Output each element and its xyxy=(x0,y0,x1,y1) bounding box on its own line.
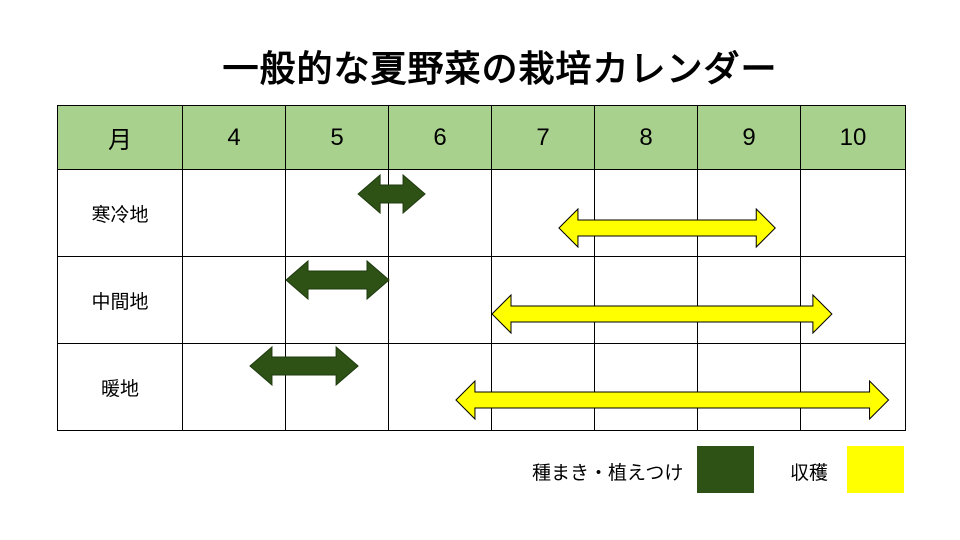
grid-cell xyxy=(697,256,801,344)
harvest-arrow xyxy=(558,207,776,249)
month-label: 5 xyxy=(285,105,389,170)
grid-cell xyxy=(182,256,286,344)
region-label: 寒冷地 xyxy=(57,169,183,257)
month-label: 4 xyxy=(182,105,286,170)
grid-cell xyxy=(491,343,595,431)
header-row: 月 4 5 6 7 8 9 10 xyxy=(57,105,906,170)
grid-cell xyxy=(594,343,698,431)
grid-cell xyxy=(388,256,492,344)
region-label: 暖地 xyxy=(57,343,183,431)
grid-cell xyxy=(182,169,286,257)
legend-harvest-label: 収穫 xyxy=(790,462,829,484)
grid-cell xyxy=(800,343,906,431)
sowing-arrow xyxy=(357,173,426,215)
legend-sowing-label: 種まき・植えつけ xyxy=(532,462,684,484)
grid-cell xyxy=(697,169,801,257)
sowing-arrow xyxy=(249,345,359,387)
sowing-arrow xyxy=(285,259,390,301)
chart-title: 一般的な夏野菜の栽培カレンダー xyxy=(222,49,778,90)
region-row: 寒冷地 xyxy=(57,169,906,257)
grid-cell xyxy=(697,343,801,431)
harvest-arrow xyxy=(455,379,890,421)
region-row: 中間地 xyxy=(57,256,906,344)
legend-harvest-swatch xyxy=(847,446,904,493)
legend-sowing-swatch xyxy=(697,446,754,493)
grid-cell xyxy=(594,256,698,344)
month-label: 7 xyxy=(491,105,595,170)
region-label: 中間地 xyxy=(57,256,183,344)
month-header: 月 xyxy=(57,105,183,170)
harvest-arrow xyxy=(491,293,833,335)
grid-cell xyxy=(800,169,906,257)
month-label: 9 xyxy=(697,105,801,170)
month-label: 6 xyxy=(388,105,492,170)
month-label: 10 xyxy=(800,105,906,170)
month-label: 8 xyxy=(594,105,698,170)
